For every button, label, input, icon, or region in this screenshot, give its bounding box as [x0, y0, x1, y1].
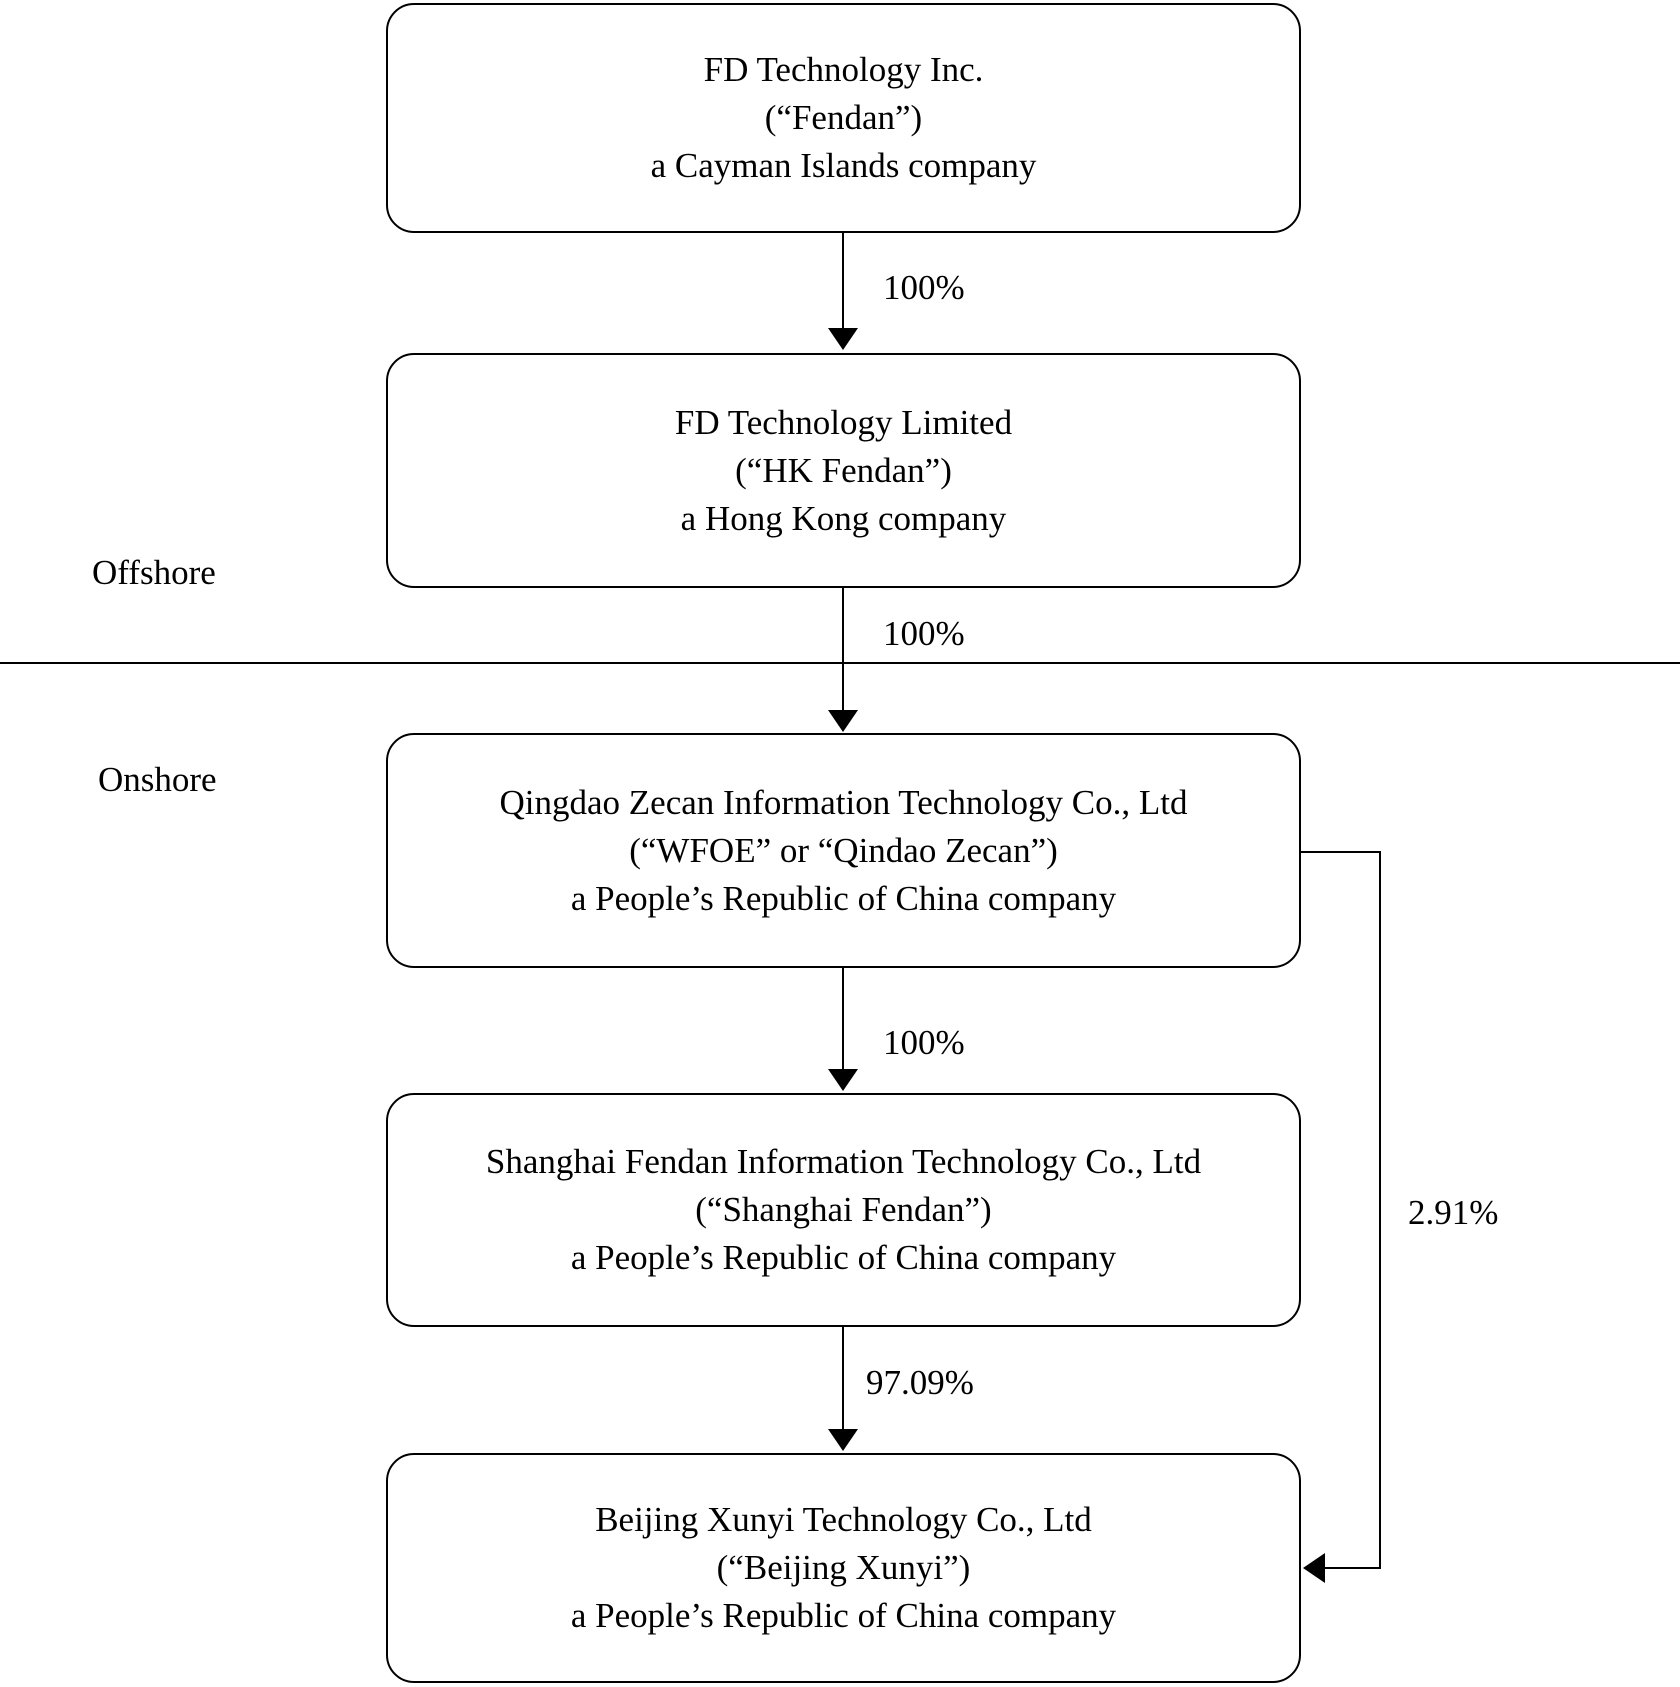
arrow-wfoe-to-beijing-bottom-segment — [1321, 1567, 1381, 1569]
entity-box-hk-fendan: FD Technology Limited (“HK Fendan”) a Ho… — [386, 353, 1301, 588]
arrow-wfoe-to-shanghai — [842, 968, 844, 1073]
arrow-fendan-to-hk — [842, 233, 844, 332]
entity-alias: (“Fendan”) — [764, 98, 923, 137]
ownership-label-shanghai-beijing: 97.09% — [866, 1363, 974, 1402]
entity-jurisdiction: a Cayman Islands company — [650, 146, 1037, 185]
arrowhead-down-icon — [828, 1069, 858, 1091]
entity-alias: (“Beijing Xunyi”) — [716, 1548, 971, 1587]
entity-box-shanghai-fendan: Shanghai Fendan Information Technology C… — [386, 1093, 1301, 1327]
arrowhead-down-icon — [828, 710, 858, 732]
ownership-label-wfoe-beijing: 2.91% — [1408, 1193, 1499, 1232]
entity-box-fendan: FD Technology Inc. (“Fendan”) a Cayman I… — [386, 3, 1301, 233]
ownership-label-fendan-hk: 100% — [883, 268, 965, 307]
entity-name: FD Technology Inc. — [703, 50, 984, 89]
arrowhead-down-icon — [828, 1429, 858, 1451]
entity-jurisdiction: a People’s Republic of China company — [570, 1596, 1117, 1635]
offshore-onshore-divider — [0, 662, 1680, 664]
arrow-wfoe-to-beijing-vertical-segment — [1379, 851, 1381, 1569]
entity-alias: (“HK Fendan”) — [735, 450, 952, 490]
arrow-wfoe-to-beijing-top-segment — [1301, 851, 1381, 853]
arrowhead-down-icon — [828, 328, 858, 350]
entity-name: FD Technology Limited — [674, 402, 1013, 442]
ownership-label-wfoe-shanghai: 100% — [883, 1023, 965, 1062]
arrowhead-left-icon — [1303, 1553, 1325, 1583]
entity-name: Qingdao Zecan Information Technology Co.… — [499, 782, 1188, 822]
entity-name: Shanghai Fendan Information Technology C… — [485, 1142, 1202, 1181]
entity-box-qingdao-zecan-wfoe: Qingdao Zecan Information Technology Co.… — [386, 733, 1301, 968]
entity-jurisdiction: a Hong Kong company — [680, 498, 1007, 538]
onshore-zone-label: Onshore — [98, 760, 217, 799]
ownership-label-hk-wfoe: 100% — [883, 614, 965, 653]
arrow-hk-to-wfoe — [842, 588, 844, 714]
entity-name: Beijing Xunyi Technology Co., Ltd — [595, 1500, 1092, 1539]
entity-alias: (“Shanghai Fendan”) — [695, 1190, 992, 1229]
entity-box-beijing-xunyi: Beijing Xunyi Technology Co., Ltd (“Beij… — [386, 1453, 1301, 1683]
entity-jurisdiction: a People’s Republic of China company — [570, 878, 1117, 918]
entity-alias: (“WFOE” or “Qindao Zecan”) — [629, 830, 1058, 870]
entity-jurisdiction: a People’s Republic of China company — [570, 1238, 1117, 1277]
offshore-zone-label: Offshore — [92, 553, 216, 592]
arrow-shanghai-to-beijing — [842, 1327, 844, 1433]
